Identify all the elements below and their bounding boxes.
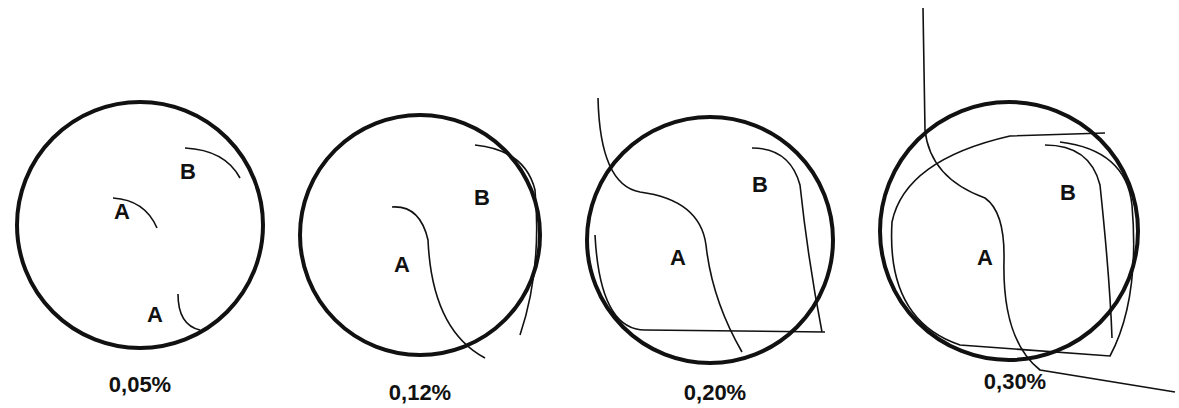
curve [392,207,485,358]
specimen-circle: BA [298,113,542,357]
curve [1045,145,1112,338]
circle-outline [15,100,265,350]
zone-letter: A [147,304,163,326]
curve [178,294,200,330]
percentage-label: 0,05% [109,374,171,396]
zone-letter: A [114,201,130,223]
zone-letter: B [180,161,196,183]
curve [595,235,825,332]
specimen-circle: BA [585,115,835,365]
circle-outline [298,113,542,357]
percentage-label: 0,20% [684,382,746,404]
percentage-label: 0,30% [984,371,1046,393]
curve [113,198,157,228]
percentage-label: 0,12% [389,382,451,404]
zone-letter: B [1060,182,1076,204]
curve [598,98,742,352]
zone-letter: B [474,187,490,209]
curve [752,148,822,332]
zone-letter: B [752,174,768,196]
specimen-circle: B A A [15,100,265,350]
zone-letter: A [670,247,686,269]
circle-outline [585,115,835,365]
curve [475,145,537,335]
zone-letter: A [394,254,410,276]
zone-letter: A [977,247,993,269]
circle-outline [878,100,1140,362]
curve [923,8,1175,392]
specimen-circle: BA [878,100,1140,362]
